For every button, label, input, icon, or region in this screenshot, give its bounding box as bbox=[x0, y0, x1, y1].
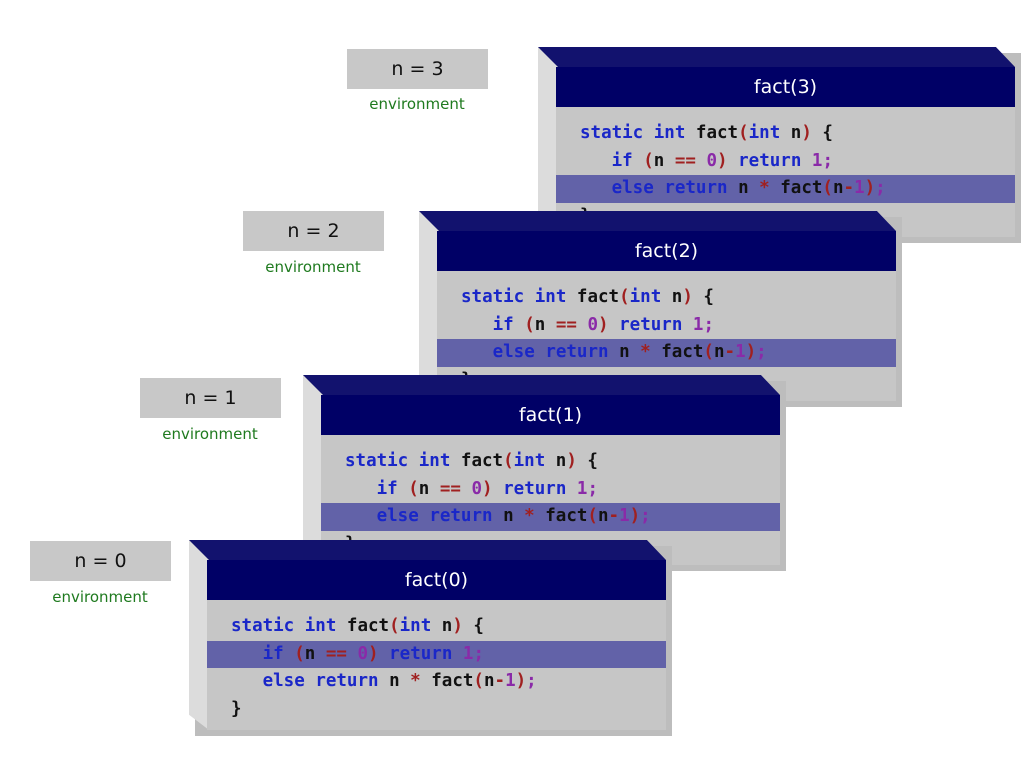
code-line-signature: static int fact(int n) { bbox=[580, 123, 833, 143]
frame-title: fact(0) bbox=[207, 560, 666, 600]
frame-title: fact(2) bbox=[437, 231, 896, 271]
code-line-recursive-case: else return n * fact(n-1); bbox=[262, 671, 537, 691]
frame-top-bevel bbox=[189, 540, 666, 560]
env-box-n3: n = 3 bbox=[347, 49, 488, 89]
env-label: environment bbox=[265, 258, 361, 276]
env-label: environment bbox=[369, 95, 465, 113]
stack-frame-fact1: fact(1) static int fact(int n) { if (n =… bbox=[303, 375, 786, 571]
env-value: n = 0 bbox=[74, 550, 127, 572]
frame-code-area: static int fact(int n) { if (n == 0) ret… bbox=[207, 600, 666, 730]
code-line-signature: static int fact(int n) { bbox=[461, 287, 714, 307]
frame-code-area: static int fact(int n) { if (n == 0) ret… bbox=[556, 107, 1015, 237]
frame-top-bevel bbox=[303, 375, 780, 395]
env-label: environment bbox=[162, 425, 258, 443]
code-line-base-case: if (n == 0) return 1; bbox=[492, 314, 714, 335]
env-box-n2: n = 2 bbox=[243, 211, 384, 251]
env-value: n = 3 bbox=[391, 58, 444, 80]
code-line-close: } bbox=[231, 698, 242, 719]
frame-side-bevel bbox=[419, 211, 439, 401]
code-block: static int fact(int n) { if (n == 0) ret… bbox=[321, 448, 780, 558]
frame-top-bevel bbox=[538, 47, 1015, 67]
code-line-base-case: if (n == 0) return 1; bbox=[376, 478, 598, 499]
frame-title: fact(1) bbox=[321, 395, 780, 435]
code-line-recursive-case: else return n * fact(n-1); bbox=[321, 503, 780, 531]
env-box-n1: n = 1 bbox=[140, 378, 281, 418]
stack-frame-fact0: fact(0) static int fact(int n) { if (n =… bbox=[189, 540, 672, 736]
stack-frame-fact2: fact(2) static int fact(int n) { if (n =… bbox=[419, 211, 902, 407]
code-line-signature: static int fact(int n) { bbox=[231, 616, 484, 636]
env-value: n = 2 bbox=[287, 220, 340, 242]
code-block: static int fact(int n) { if (n == 0) ret… bbox=[437, 284, 896, 394]
env-label: environment bbox=[52, 588, 148, 606]
frame-top-bevel bbox=[419, 211, 896, 231]
code-line-base-case: if (n == 0) return 1; bbox=[207, 640, 666, 668]
frame-title: fact(3) bbox=[556, 67, 1015, 107]
frame-side-bevel bbox=[303, 375, 323, 565]
frame-side-bevel bbox=[538, 47, 558, 237]
code-line-recursive-case: else return n * fact(n-1); bbox=[556, 175, 1015, 203]
frame-side-bevel bbox=[189, 540, 209, 730]
stack-frame-fact3: fact(3) static int fact(int n) { if (n =… bbox=[538, 47, 1021, 243]
env-value: n = 1 bbox=[184, 387, 237, 409]
env-box-n0: n = 0 bbox=[30, 541, 171, 581]
code-block: static int fact(int n) { if (n == 0) ret… bbox=[556, 120, 1015, 230]
code-line-base-case: if (n == 0) return 1; bbox=[611, 150, 833, 171]
code-line-signature: static int fact(int n) { bbox=[345, 451, 598, 471]
code-block: static int fact(int n) { if (n == 0) ret… bbox=[207, 613, 666, 723]
code-line-recursive-case: else return n * fact(n-1); bbox=[437, 339, 896, 367]
